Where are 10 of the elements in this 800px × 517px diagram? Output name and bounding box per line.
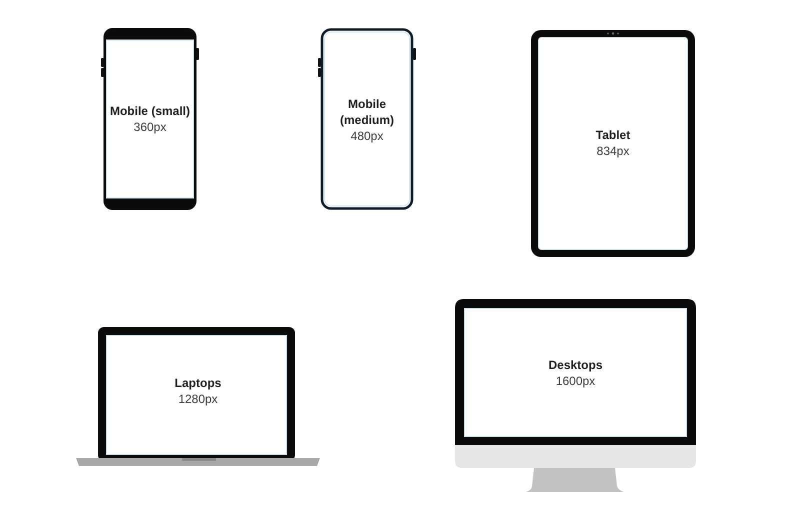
screen-width: 1280px bbox=[178, 391, 218, 407]
device-name: Mobile (small) bbox=[110, 103, 190, 119]
device-name: Tablet bbox=[596, 127, 630, 143]
screen-width: 360px bbox=[134, 119, 166, 135]
device-name: Desktops bbox=[548, 357, 603, 373]
screen-width: 834px bbox=[596, 143, 630, 159]
device-name: Mobile (medium) bbox=[339, 96, 395, 128]
screen-width: 480px bbox=[350, 128, 384, 144]
screen-width: 1600px bbox=[556, 373, 596, 389]
device-name: Laptops bbox=[174, 375, 222, 391]
